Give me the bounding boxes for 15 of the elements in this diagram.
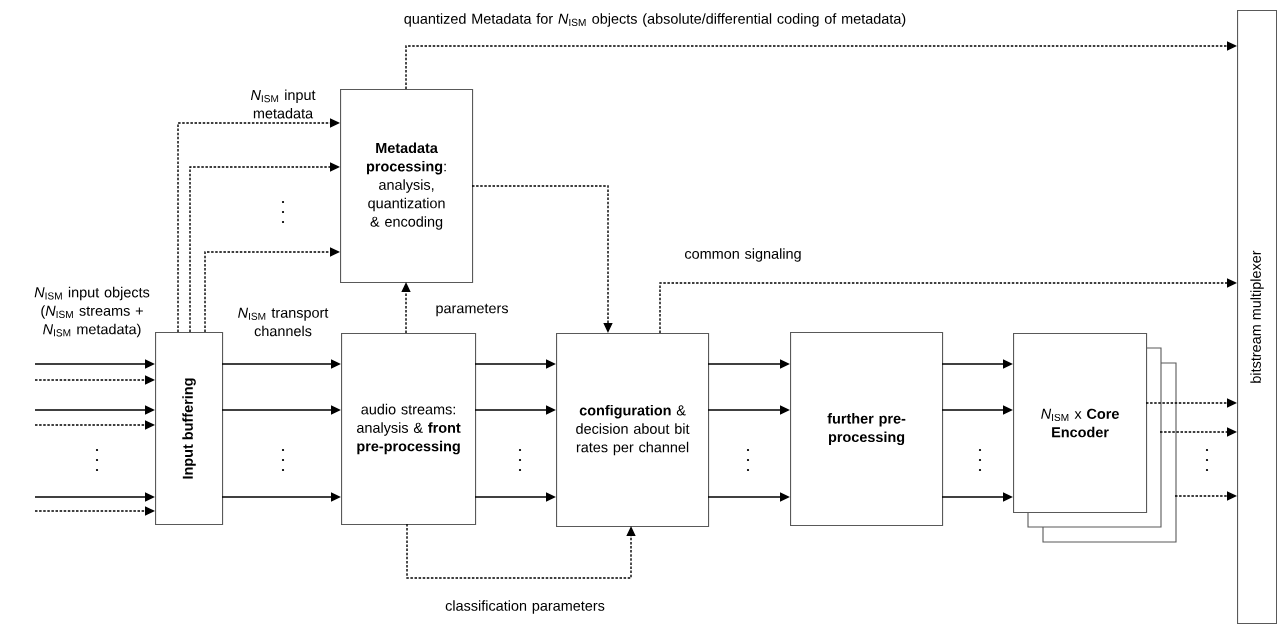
- process-box: configuration & decision about bit rates per channel: [556, 333, 710, 528]
- edge-label: N$_{ISM}$ input metadata: [250, 89, 316, 119]
- encoder-stack: N$_{ISM}$ x Core Encoder: [1013, 333, 1177, 543]
- arrow: [406, 523, 636, 579]
- process-box: audio streams: analysis & front pre-processing: [341, 333, 477, 526]
- multiplexer-bar: bitstream multiplexer: [1237, 10, 1277, 624]
- edge-label: common signaling: [685, 248, 801, 262]
- buffer-box: Input buffering: [155, 332, 224, 526]
- edge-label: classification parameters: [445, 600, 605, 614]
- edge-label: N$_{ISM}$ transport channels: [238, 307, 329, 337]
- process-box: Metadata processing: analysis, quantization & encoding: [340, 89, 474, 284]
- note-label: N$_{ISM}$ input objects (N$_{ISM}$ streams + N$_{ISM}$ metadata): [34, 286, 150, 338]
- process-box: further pre-processing: [790, 332, 944, 527]
- edge-label: quantized Metadata for N$_{ISM}$ objects (absolute/differential coding of metadata): [404, 13, 906, 27]
- edge-label: parameters: [436, 303, 508, 317]
